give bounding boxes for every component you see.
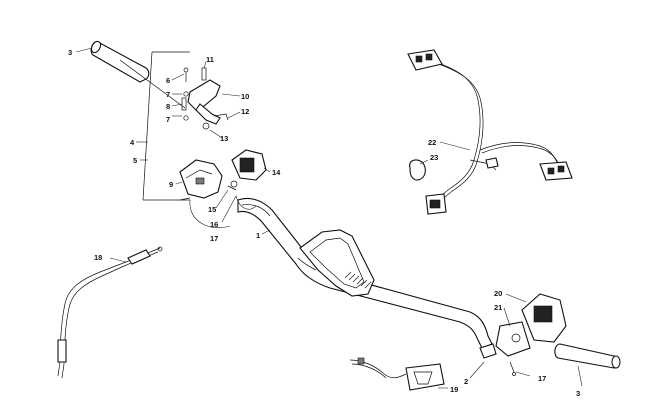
callout-17-right: 17 (538, 374, 546, 383)
grip-heater-element (349, 357, 445, 391)
callout-5: 5 (133, 156, 137, 165)
callout-20: 20 (494, 289, 502, 298)
throttle-outline (119, 51, 190, 201)
callout-14: 14 (272, 168, 281, 177)
callout-17-left: 17 (210, 234, 218, 243)
callout-1: 1 (256, 231, 260, 240)
callout-11: 11 (206, 55, 214, 64)
callout-18: 18 (94, 253, 102, 262)
leader-lines (75, 47, 583, 389)
right-grip (554, 343, 621, 369)
callout-13: 13 (220, 134, 228, 143)
left-switch-housing (179, 149, 267, 201)
callout-3-right: 3 (576, 389, 580, 398)
callout-12: 12 (241, 107, 249, 116)
callout-19: 19 (450, 385, 458, 394)
handlebar (237, 197, 493, 349)
left-grip (90, 40, 150, 83)
callout-16: 16 (210, 220, 218, 229)
callout-4: 4 (130, 138, 135, 147)
callout-7-top: 7 (166, 90, 170, 99)
callout-8: 8 (166, 102, 170, 111)
callout-6: 6 (166, 76, 170, 85)
right-switch-housing (495, 293, 567, 376)
callout-10: 10 (241, 92, 249, 101)
wiring-harness (407, 49, 573, 215)
callout-7-bottom: 7 (166, 115, 170, 124)
cable-clamp-ring (409, 159, 426, 181)
callout-21: 21 (494, 303, 502, 312)
throttle-cable (57, 246, 163, 379)
throttle-lever (181, 67, 229, 130)
callout-15: 15 (208, 205, 216, 214)
callout-22: 22 (428, 138, 436, 147)
bar-end-plug (479, 343, 497, 359)
callout-9: 9 (169, 180, 173, 189)
callout-3-left: 3 (68, 48, 72, 57)
callout-2: 2 (464, 377, 468, 386)
callout-labels: 3 1 2 3 4 5 6 7 8 7 9 10 11 12 13 14 15 … (68, 48, 580, 398)
callout-23: 23 (430, 153, 438, 162)
handlebar-grip-ribs (344, 271, 372, 289)
